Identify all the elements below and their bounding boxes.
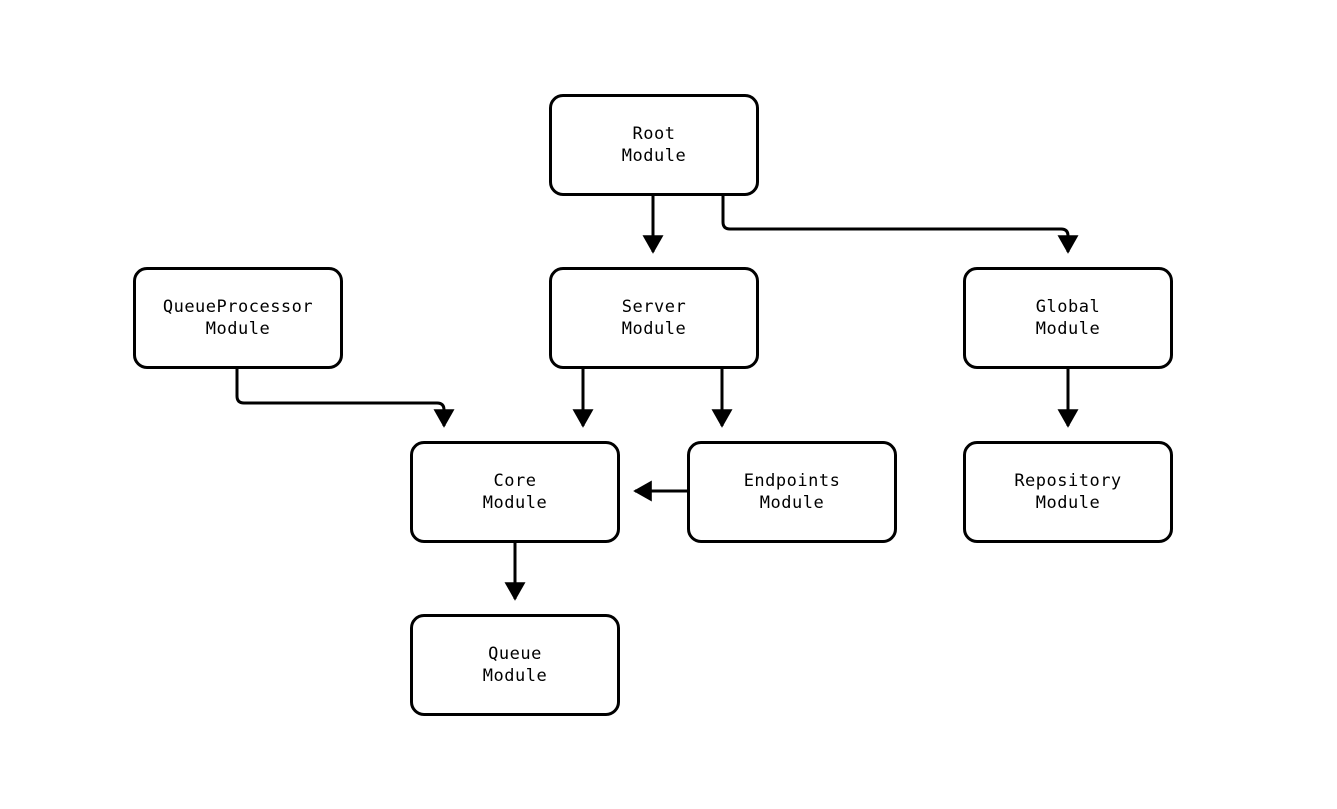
edge-queueprocessor-to-core xyxy=(235,369,455,428)
node-title: Server xyxy=(621,297,687,317)
node-subtitle: Module xyxy=(759,493,825,513)
node-title: Queue xyxy=(488,644,542,664)
node-subtitle: Module xyxy=(1035,493,1101,513)
node-title: Root xyxy=(632,124,676,144)
node-subtitle: Module xyxy=(621,319,687,339)
node-subtitle: Module xyxy=(205,319,271,339)
node-title: Repository xyxy=(1014,471,1122,491)
edge-root-to-global xyxy=(721,196,1079,254)
node-subtitle: Module xyxy=(482,666,548,686)
node-subtitle: Module xyxy=(1035,319,1101,339)
node-title: Global xyxy=(1035,297,1101,317)
node-subtitle: Module xyxy=(482,493,548,513)
node-title: QueueProcessor xyxy=(162,297,314,317)
node-subtitle: Module xyxy=(621,146,687,166)
node-title: Core xyxy=(493,471,537,491)
node-title: Endpoints xyxy=(743,471,841,491)
